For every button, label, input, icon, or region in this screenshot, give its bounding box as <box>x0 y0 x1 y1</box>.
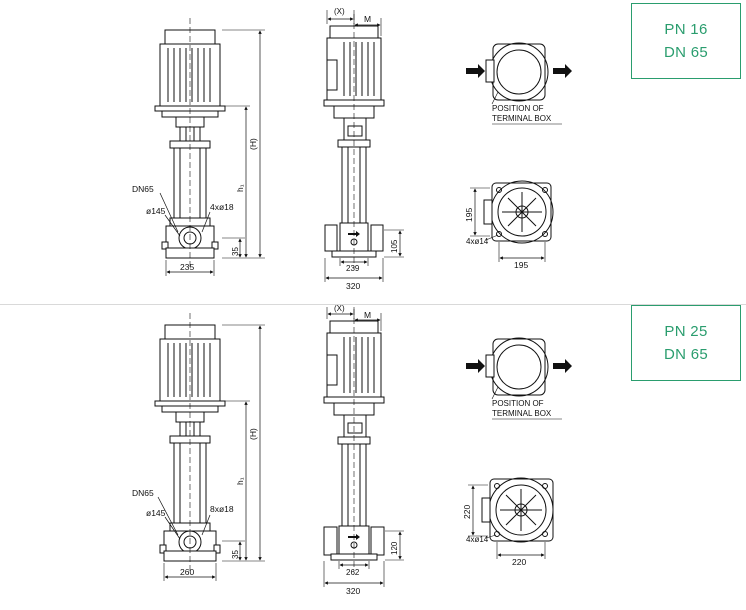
base-bottom-dim: 195 <box>514 260 528 270</box>
pressure-rating: PN 25 <box>664 323 708 340</box>
base-holes-label: 4xø14 <box>466 535 489 544</box>
h1-dim: h₁ <box>235 184 245 192</box>
terminal-box <box>326 59 338 91</box>
dn-label: DN65 <box>132 184 154 194</box>
foot-height-dim: 105 <box>390 239 399 253</box>
coupling-lantern <box>343 117 367 141</box>
base-plan <box>470 180 554 262</box>
bolt-circle-label: ø145 <box>146 206 166 216</box>
bolt-circle-label: ø145 <box>146 508 166 518</box>
variant-pn16: PN 16 DN 65 <box>132 3 741 291</box>
side-view <box>154 18 265 276</box>
terminal-box-label-2: TERMINAL BOX <box>492 114 552 123</box>
pressure-rating: PN 16 <box>664 21 708 38</box>
base-bottom-dim: 220 <box>512 557 526 567</box>
foot-height-dim: 120 <box>390 541 399 555</box>
base-width-dim: 235 <box>180 262 194 272</box>
nominal-diameter: DN 65 <box>663 346 709 363</box>
nominal-diameter: DN 65 <box>663 44 709 61</box>
terminal-box-plan <box>466 337 572 420</box>
flange-holes-label: 4xø18 <box>210 202 234 212</box>
variant-pn25: PN 25 DN 65 <box>0 305 746 610</box>
terminal-box <box>326 354 338 386</box>
front-view <box>323 307 404 587</box>
base-width-dim: 320 <box>346 586 360 596</box>
arrow-right-icon <box>553 359 572 373</box>
coupling-lantern <box>343 414 367 438</box>
foot-height-dim: 35 <box>231 550 240 559</box>
base-side-dim: 220 <box>462 505 472 519</box>
base-holes-label: 4xø14 <box>466 237 489 246</box>
base-width-dim: 320 <box>346 281 360 291</box>
terminal-box-plan <box>466 42 572 125</box>
arrow-right-icon <box>466 359 485 373</box>
foot-height-dim: 35 <box>231 247 240 256</box>
m-dim: M <box>364 310 371 320</box>
terminal-box-label-2: TERMINAL BOX <box>492 409 552 418</box>
x-dim: (X) <box>334 305 345 313</box>
base-width-dim: 260 <box>180 567 194 577</box>
dn-label: DN65 <box>132 488 154 498</box>
rating-box: PN 16 DN 65 <box>631 3 741 79</box>
base-side-dim: 195 <box>464 208 474 222</box>
height-H-dim: (H) <box>248 428 258 440</box>
arrow-right-icon <box>466 64 485 78</box>
front-view <box>323 10 404 282</box>
terminal-box-label-1: POSITION OF <box>492 104 544 113</box>
side-view <box>154 313 265 581</box>
terminal-box-label-1: POSITION OF <box>492 399 544 408</box>
base-plan <box>468 477 554 559</box>
height-H-dim: (H) <box>248 138 258 150</box>
h1-dim: h₁ <box>235 477 245 485</box>
inner-width-dim: 239 <box>346 264 360 273</box>
section-divider <box>0 304 746 305</box>
m-dim: M <box>364 14 371 24</box>
flange-holes-label: 8xø18 <box>210 504 234 514</box>
arrow-right-icon <box>553 64 572 78</box>
rating-box: PN 25 DN 65 <box>631 305 741 381</box>
x-dim: (X) <box>334 7 345 16</box>
inner-width-dim: 262 <box>346 568 360 577</box>
